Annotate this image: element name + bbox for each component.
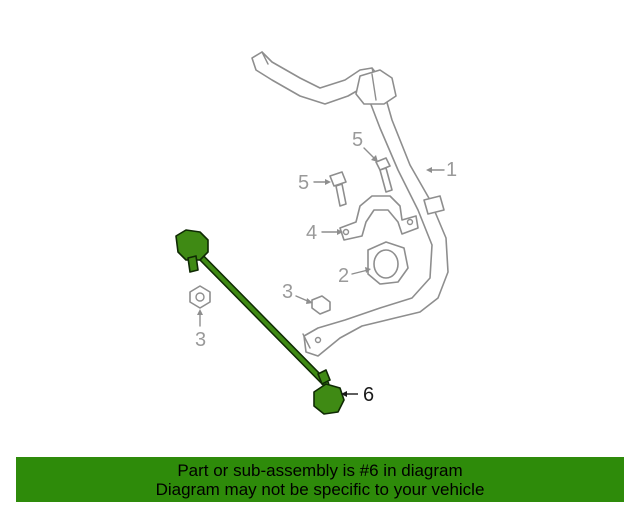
info-banner: Part or sub-assembly is #6 in diagram Di…	[16, 457, 624, 502]
callout-1: 1	[446, 159, 457, 181]
callout-2: 2	[338, 265, 349, 287]
nut-right	[311, 295, 331, 315]
bushing	[367, 241, 409, 285]
callout-5-top: 5	[352, 129, 363, 151]
callout-5-left: 5	[298, 172, 309, 194]
banner-line-2: Diagram may not be specific to your vehi…	[155, 480, 485, 499]
callout-4: 4	[306, 222, 317, 244]
parts-diagram: 1 5 5 4 2 3 3 6	[175, 51, 457, 415]
bracket	[339, 195, 419, 241]
stabilizer-link	[175, 229, 345, 415]
stabilizer-bar	[251, 51, 449, 357]
banner-line-1: Part or sub-assembly is #6 in diagram	[177, 461, 463, 480]
bolt-left	[329, 171, 347, 207]
callout-3-left: 3	[195, 329, 206, 351]
nut-left	[189, 285, 211, 309]
callout-3-right: 3	[282, 281, 293, 303]
bolt-upper	[375, 157, 393, 193]
leader-arrows	[197, 147, 445, 397]
callout-6: 6	[363, 384, 374, 406]
